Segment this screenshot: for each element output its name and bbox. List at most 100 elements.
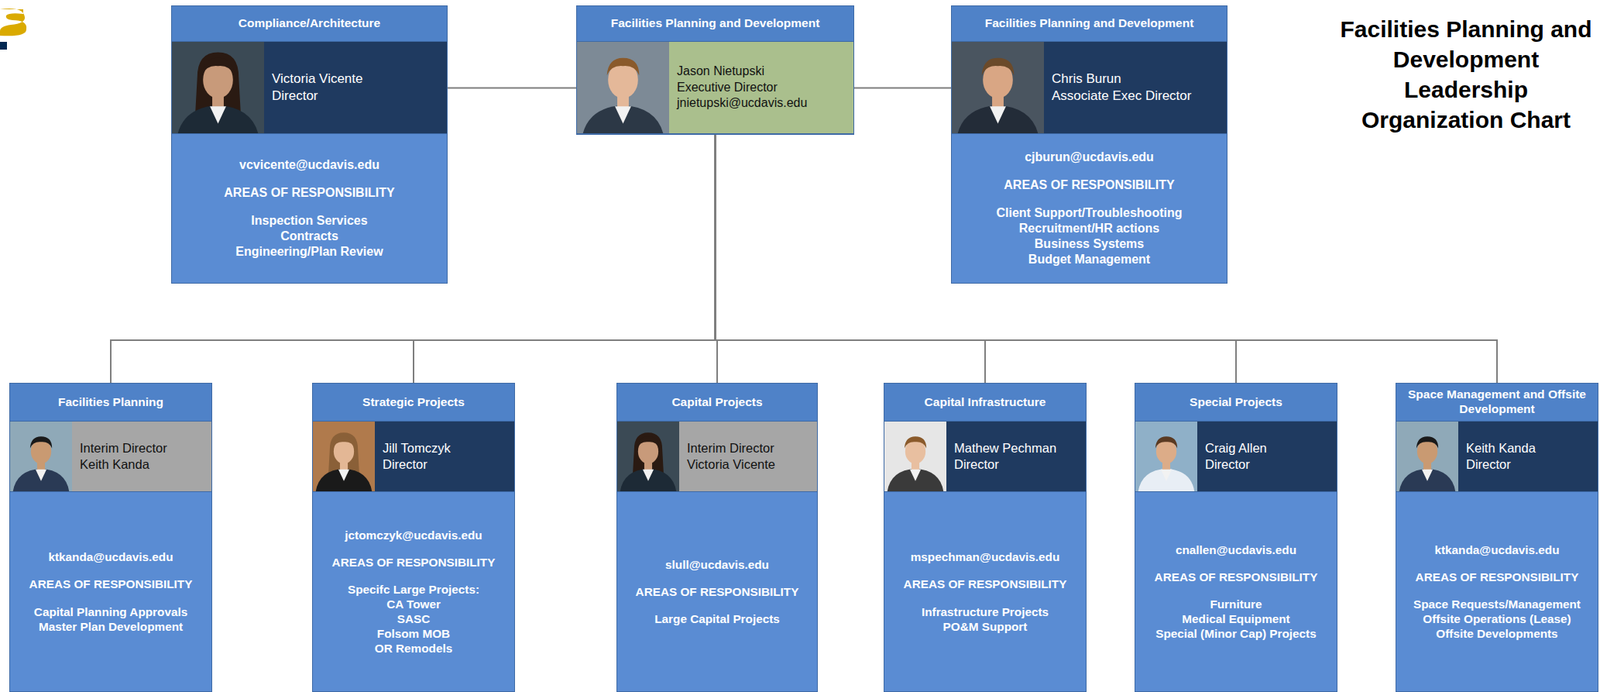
section-heading: AREAS OF RESPONSIBILITY xyxy=(332,554,496,570)
person-detail: Interim Director xyxy=(79,439,168,457)
person-detail: Mathew Pechman xyxy=(954,439,1057,457)
card-body: cjburun@ucdavis.eduAREAS OF RESPONSIBILI… xyxy=(951,133,1227,283)
photo-shoulders xyxy=(315,467,373,491)
photo-background xyxy=(312,421,375,492)
person-detail: Director xyxy=(1205,456,1267,473)
photo-background xyxy=(171,41,265,134)
responsibility-item: CA Tower xyxy=(386,596,441,612)
photo-collar xyxy=(1160,468,1172,481)
photo-shoulders xyxy=(887,467,945,491)
photo-collar xyxy=(35,468,47,481)
department-name: Capital Projects xyxy=(671,394,763,410)
person-detail: Director xyxy=(271,87,364,105)
person-card: Capital InfrastructureMathew PechmanDire… xyxy=(883,382,1087,692)
photo-hairline xyxy=(202,57,235,75)
person-detail: Director xyxy=(382,456,451,473)
photo-hairline xyxy=(1416,436,1439,448)
responsibility-item: Offsite Operations (Lease) xyxy=(1422,611,1571,626)
photo-hairline xyxy=(1155,436,1178,448)
card-body: ktkanda@ucdavis.eduAREAS OF RESPONSIBILI… xyxy=(1396,491,1598,691)
person-detail: Victoria Vicente xyxy=(686,456,776,473)
name-band: Jason NietupskiExecutive Directorjnietup… xyxy=(576,41,854,134)
section-heading: AREAS OF RESPONSIBILITY xyxy=(1415,569,1580,584)
department-name: Facilities Planning and Development xyxy=(985,16,1195,31)
logo-fragment xyxy=(0,0,31,55)
email-address: slull@ucdavis.edu xyxy=(665,556,770,572)
person-card: Space Management and Offsite Development… xyxy=(1395,382,1599,692)
name-band: Interim DirectorVictoria Vicente xyxy=(617,421,818,492)
card-header: Special Projects xyxy=(1135,383,1337,422)
responsibility-item: Budget Management xyxy=(1028,251,1151,268)
name-band: Interim DirectorKeith Kanda xyxy=(10,421,212,492)
person-detail: Associate Exec Director xyxy=(1051,87,1192,105)
person-detail: Director xyxy=(1466,456,1536,473)
responsibility-item: Master Plan Development xyxy=(38,618,183,634)
person-card: Capital ProjectsInterim DirectorVictoria… xyxy=(616,382,818,692)
photo-hairline xyxy=(981,57,1015,75)
card-header: Facilities Planning and Development xyxy=(951,6,1227,42)
section-heading: AREAS OF RESPONSIBILITY xyxy=(1154,569,1319,584)
photo-background xyxy=(1135,421,1198,492)
card-body: mspechman@ucdavis.eduAREAS OF RESPONSIBI… xyxy=(884,491,1086,691)
photo-background xyxy=(10,421,73,492)
photo-hairline xyxy=(904,436,927,448)
photo-collar xyxy=(614,106,632,124)
responsibility-item: Space Requests/Management xyxy=(1413,596,1581,612)
responsibility-item: OR Remodels xyxy=(374,640,453,656)
photo-shoulders xyxy=(1138,467,1195,491)
photo-hairline xyxy=(333,436,355,448)
card-header: Compliance/Architecture xyxy=(171,6,447,42)
card-header: Capital Projects xyxy=(617,383,818,422)
photo-collar xyxy=(209,106,227,124)
photo-hairline xyxy=(30,436,52,448)
portrait-photo xyxy=(576,41,670,134)
responsibility-item: Capital Planning Approvals xyxy=(34,604,188,619)
name-band: Victoria VicenteDirector xyxy=(171,41,447,134)
logo-gold-mark xyxy=(0,8,27,36)
photo-background xyxy=(576,41,670,134)
responsibility-item: Infrastructure Projects xyxy=(921,604,1049,619)
card-header: Strategic Projects xyxy=(312,383,515,422)
person-card: Strategic ProjectsJill TomczykDirectorjc… xyxy=(312,382,516,692)
reporting-line xyxy=(413,134,716,383)
department-name: Facilities Planning and Development xyxy=(611,16,821,31)
card-header: Capital Infrastructure xyxy=(884,383,1086,422)
email-address: ktkanda@ucdavis.edu xyxy=(1434,542,1559,557)
person-detail: Victoria Vicente xyxy=(271,70,364,88)
name-band: Keith KandaDirector xyxy=(1396,421,1598,492)
card-body: ktkanda@ucdavis.eduAREAS OF RESPONSIBILI… xyxy=(10,491,212,691)
photo-collar xyxy=(1421,468,1433,481)
person-card: Facilities Planning and DevelopmentJason… xyxy=(576,5,855,135)
card-header: Facilities Planning xyxy=(10,383,212,422)
section-heading: AREAS OF RESPONSIBILITY xyxy=(223,185,395,201)
responsibility-item: Furniture xyxy=(1209,596,1262,612)
name-band: Mathew PechmanDirector xyxy=(884,421,1086,492)
person-card: Special ProjectsCraig AllenDirectorcnall… xyxy=(1134,382,1338,692)
person-detail: Keith Kanda xyxy=(1466,439,1536,457)
responsibility-item: Special (Minor Cap) Projects xyxy=(1155,625,1316,641)
responsibility-item: Contracts xyxy=(280,228,339,244)
person-detail: Chris Burun xyxy=(1051,70,1192,88)
person-card: Facilities Planning and DevelopmentChris… xyxy=(951,5,1228,284)
responsibility-item: Specifc Large Projects: xyxy=(347,581,480,597)
photo-shoulders xyxy=(176,104,260,134)
chart-title: Facilities Planning and Development Lead… xyxy=(1338,13,1594,135)
photo-shoulders xyxy=(13,467,70,491)
responsibility-item: PO&M Support xyxy=(943,618,1028,634)
department-name: Strategic Projects xyxy=(362,394,465,410)
photo-background xyxy=(1396,421,1459,492)
photo-collar xyxy=(989,106,1007,124)
photo-collar xyxy=(642,468,654,481)
department-name: Special Projects xyxy=(1189,394,1283,410)
responsibility-item: Large Capital Projects xyxy=(654,611,780,626)
photo-shoulders xyxy=(620,467,677,491)
department-name: Compliance/Architecture xyxy=(238,16,381,31)
photo-shoulders xyxy=(1399,467,1456,491)
portrait-photo xyxy=(617,421,680,492)
reporting-line xyxy=(715,134,986,383)
photo-collar xyxy=(909,468,921,481)
photo-shoulders xyxy=(956,104,1040,134)
name-band: Chris BurunAssociate Exec Director xyxy=(951,41,1227,134)
card-header: Space Management and Offsite Development xyxy=(1396,383,1598,422)
email-address: jctomczyk@ucdavis.edu xyxy=(344,527,482,543)
